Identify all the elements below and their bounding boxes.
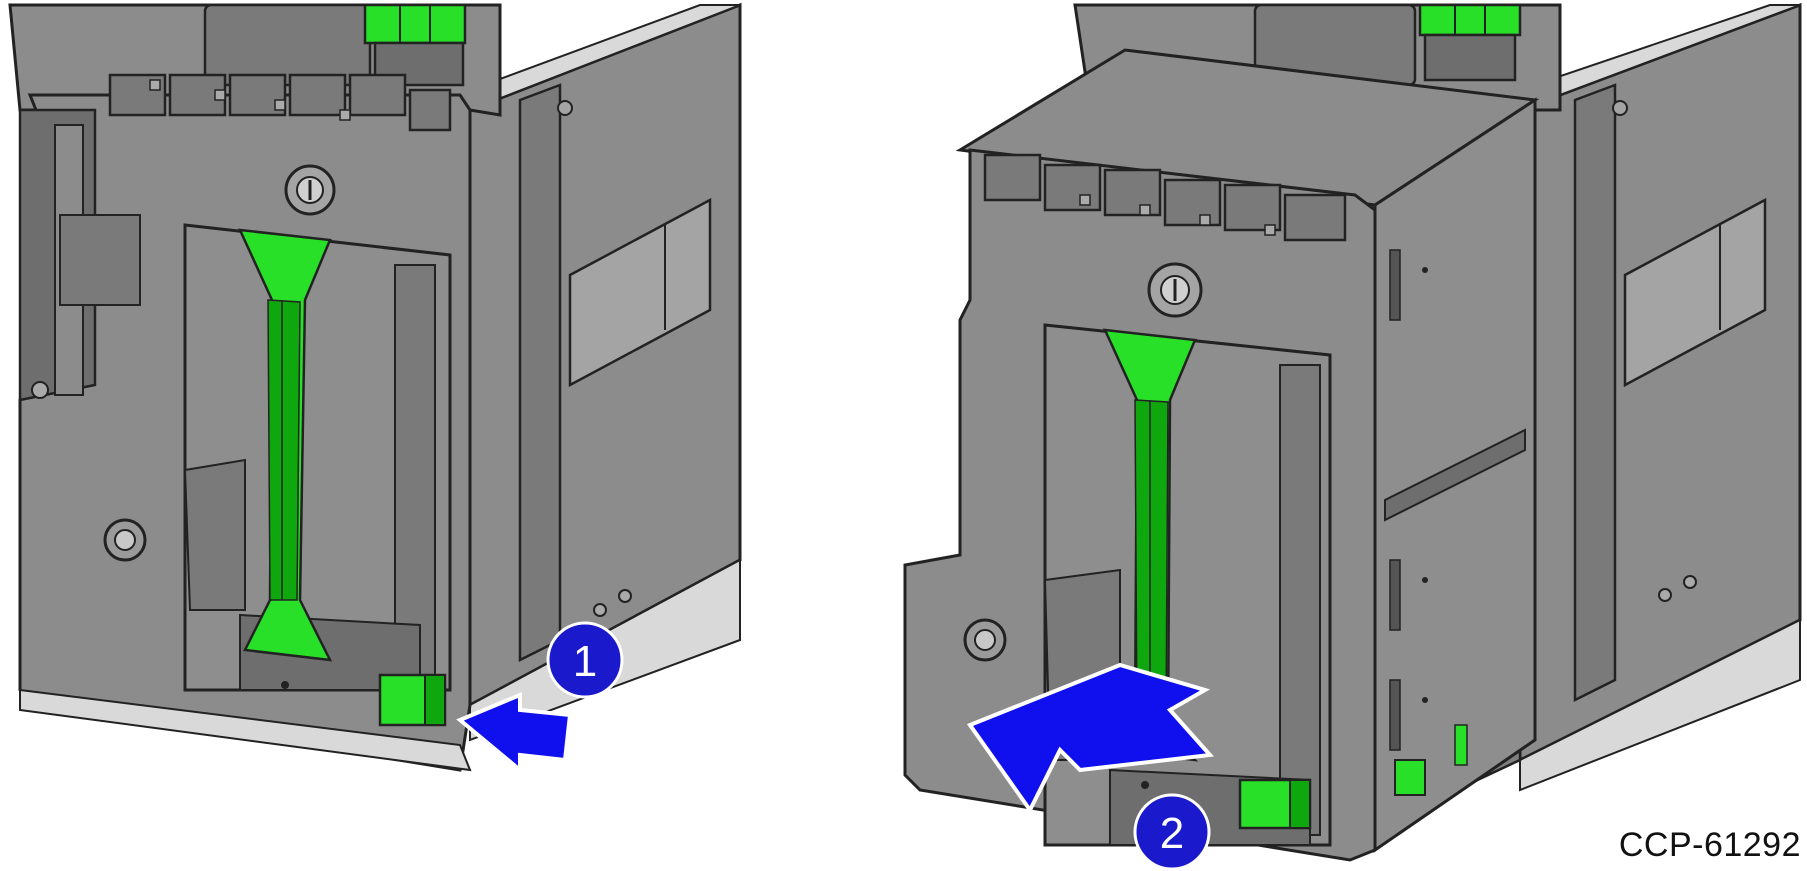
side-frame-bar <box>1573 83 1617 703</box>
pull-arrow-icon <box>966 662 1215 814</box>
hinge-row <box>108 73 452 132</box>
side-screw-icon <box>593 603 607 617</box>
hinge-row <box>983 153 1347 242</box>
side-label-recess <box>1623 197 1767 388</box>
step-number-1: 1 <box>573 637 597 686</box>
figure-id-label: CCP-61292 <box>1618 826 1801 864</box>
handle-recess <box>183 223 452 692</box>
panel-cassette-installed: 1 <box>8 2 742 775</box>
upper-green-latch <box>1418 3 1522 37</box>
step-callout-2: 2 <box>1133 793 1211 871</box>
side-screw-icon <box>1683 575 1697 589</box>
side-screw-icon <box>618 589 632 603</box>
side-label-recess <box>568 197 712 388</box>
side-screw-icon <box>1658 588 1672 602</box>
upper-green-latch <box>363 3 467 45</box>
panel-cassette-removed: 2 <box>903 2 1802 871</box>
step-number-2: 2 <box>1160 809 1184 858</box>
upper-module-panel <box>203 3 372 87</box>
cassette-bottom-edge <box>19 688 472 772</box>
push-arrow-icon <box>456 692 573 775</box>
side-frame-bar <box>518 83 562 663</box>
step-callout-1: 1 <box>546 621 624 699</box>
